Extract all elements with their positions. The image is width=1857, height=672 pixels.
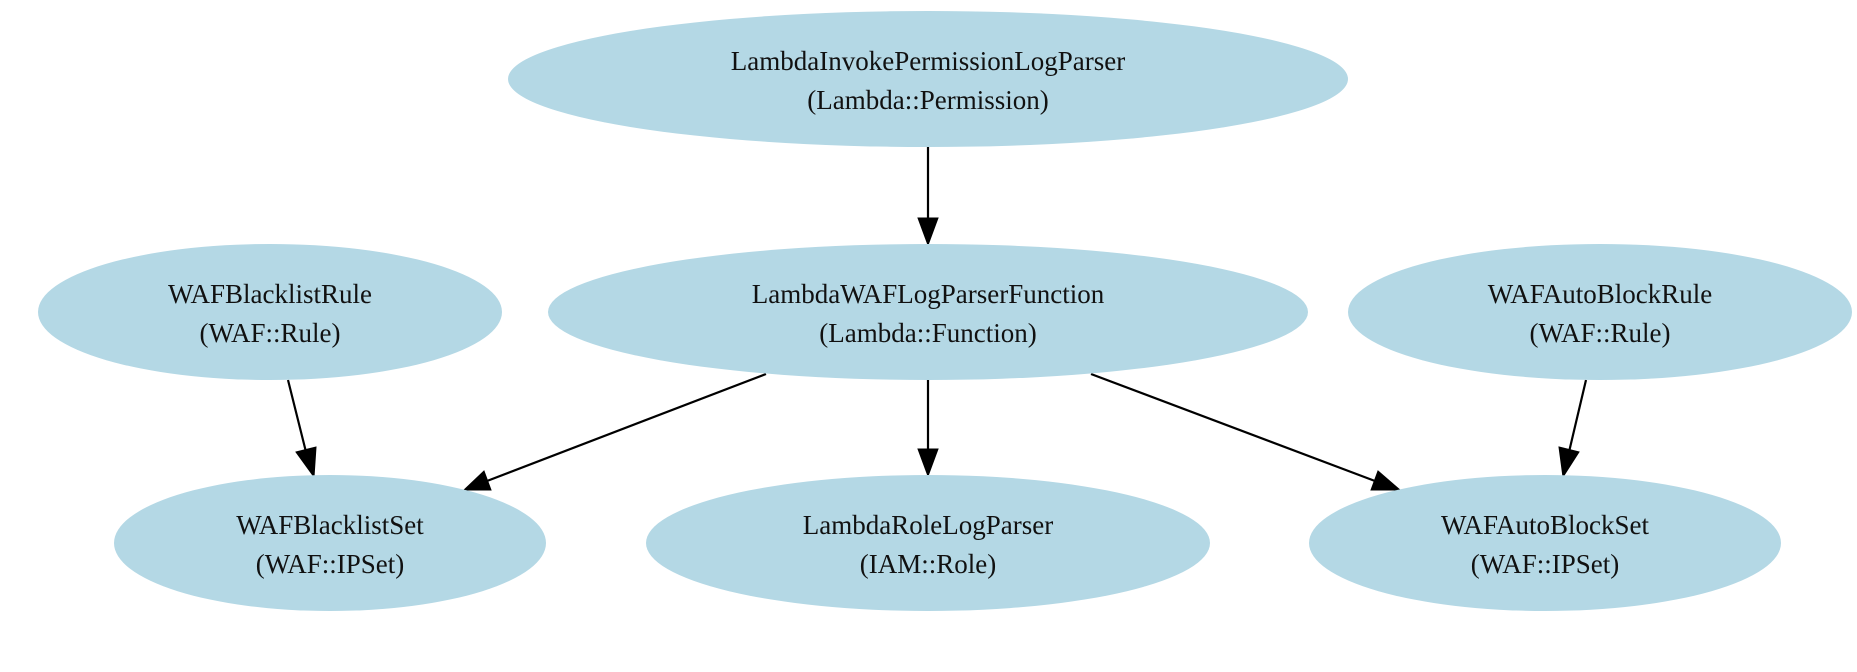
edge-permission-to-function [917,147,939,247]
node-auto-block-set-name: WAFAutoBlockSet [1441,510,1649,540]
edge-function-to-auto-block-set [1090,372,1402,491]
node-role-type: (IAM::Role) [860,549,996,579]
node-auto-block-set-type: (WAF::IPSet) [1471,549,1620,579]
node-blacklist-set[interactable]: WAFBlacklistSet (WAF::IPSet) [114,475,546,611]
node-blacklist-rule[interactable]: WAFBlacklistRule (WAF::Rule) [38,244,502,380]
node-auto-block-rule[interactable]: WAFAutoBlockRule (WAF::Rule) [1348,244,1852,380]
node-permission-name: LambdaInvokePermissionLogParser [731,46,1125,76]
edge-function-to-role [917,379,939,478]
node-role-name: LambdaRoleLogParser [803,510,1053,540]
node-permission-type: (Lambda::Permission) [807,85,1048,115]
node-blacklist-rule-type: (WAF::Rule) [200,318,341,348]
nodes: LambdaInvokePermissionLogParser (Lambda:… [38,11,1852,611]
node-log-parser-function-name: LambdaWAFLogParserFunction [752,279,1105,309]
edge-auto-block-rule-to-auto-block-set [1558,379,1588,479]
node-log-parser-function[interactable]: LambdaWAFLogParserFunction (Lambda::Func… [548,244,1308,380]
edge-blacklist-rule-to-blacklist-set [286,379,317,479]
node-blacklist-rule-name: WAFBlacklistRule [168,279,372,309]
node-role[interactable]: LambdaRoleLogParser (IAM::Role) [646,475,1210,611]
node-auto-block-set[interactable]: WAFAutoBlockSet (WAF::IPSet) [1309,475,1781,611]
node-blacklist-set-name: WAFBlacklistSet [236,510,424,540]
node-permission[interactable]: LambdaInvokePermissionLogParser (Lambda:… [508,11,1348,147]
edges [286,147,1588,491]
node-blacklist-set-type: (WAF::IPSet) [256,549,405,579]
node-auto-block-rule-name: WAFAutoBlockRule [1488,279,1713,309]
edge-function-to-blacklist-set [462,372,767,491]
node-log-parser-function-type: (Lambda::Function) [819,318,1036,348]
node-auto-block-rule-type: (WAF::Rule) [1530,318,1671,348]
